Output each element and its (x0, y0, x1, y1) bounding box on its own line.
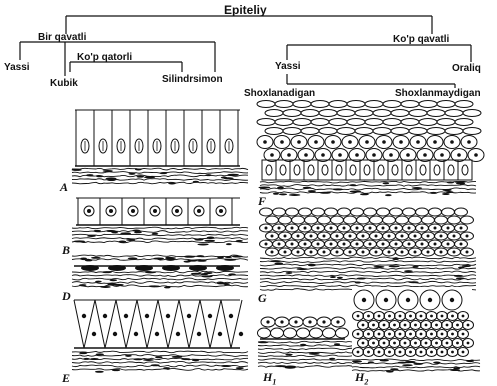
panel-d-squamous-epithelium (72, 255, 248, 288)
label-cylindrical: Silindrsimon (162, 75, 223, 85)
panel-label-h1: H1 (263, 371, 276, 386)
panel-label-e: E (62, 372, 70, 384)
panel-h2-transitional-relaxed (352, 287, 480, 373)
panel-label-a: A (60, 181, 68, 193)
panel-b-cuboidal-epithelium (72, 198, 248, 245)
label-non-keratinizing: Shoxlanmaydigan (395, 89, 481, 99)
root-label-epithelium: Epiteliy (224, 4, 267, 16)
label-multirow: Ko'p qatorli (77, 53, 132, 63)
label-transitional: Oraliq (452, 64, 481, 74)
label-cubic: Kubik (50, 79, 78, 89)
panel-e-pseudostratified-epithelium (72, 300, 248, 373)
panel-g-nonkeratinizing-stratified (260, 208, 477, 292)
panel-label-g: G (258, 292, 267, 304)
panel-label-b: B (62, 244, 70, 256)
panel-a-columnar-epithelium (71, 110, 248, 184)
label-flat: Yassi (4, 63, 30, 73)
label-flat-multilayer: Yassi (275, 62, 301, 72)
label-multi-layer: Ko'p qavatli (393, 35, 449, 45)
panel-h1-transitional-stretched (258, 317, 355, 369)
panel-label-d: D (62, 290, 71, 302)
panel-f-keratinizing-stratified (257, 101, 484, 197)
label-keratinizing: Shoxlanadigan (244, 89, 315, 99)
panel-label-f: F (258, 195, 266, 207)
label-single-layer: Bir qavatli (38, 33, 86, 43)
panel-label-h2: H2 (355, 371, 368, 386)
